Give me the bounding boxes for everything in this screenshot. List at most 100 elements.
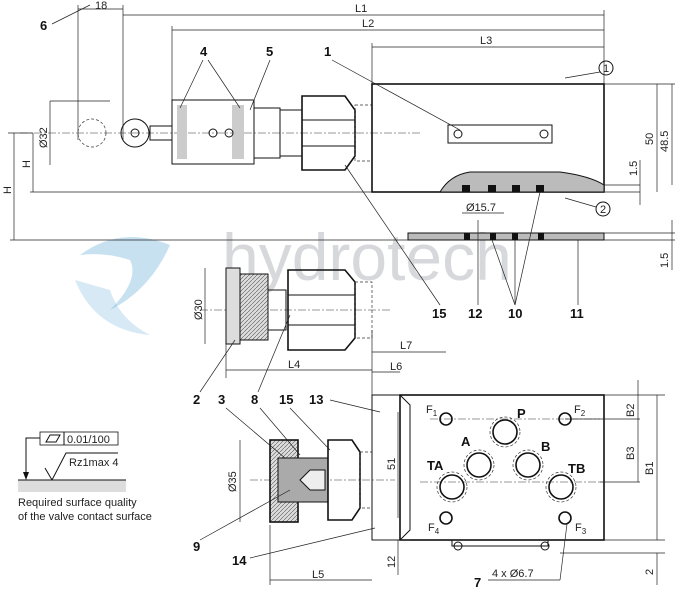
label-callouts-c14: 14 bbox=[232, 553, 247, 568]
label-ports-F3: F bbox=[575, 522, 582, 534]
circle-shape bbox=[545, 471, 577, 503]
label-dimensions-L1: L1 bbox=[355, 3, 367, 15]
line-shape bbox=[514, 191, 541, 306]
line-shape bbox=[344, 164, 441, 306]
label-callouts-c11: 11 bbox=[570, 306, 584, 321]
line-shape bbox=[491, 239, 516, 306]
line-shape bbox=[249, 59, 271, 111]
line-shape bbox=[207, 59, 241, 109]
line-shape bbox=[257, 314, 291, 393]
path-shape bbox=[23, 472, 29, 480]
rect-shape bbox=[225, 267, 241, 345]
circle-shape bbox=[489, 416, 521, 448]
label-callouts-c15b: 15 bbox=[279, 392, 293, 407]
label-dimensions-L2: L2 bbox=[362, 18, 374, 30]
label-port-F3: F3 bbox=[575, 522, 587, 536]
path-shape bbox=[439, 171, 605, 193]
label-port-F1: F1 bbox=[426, 404, 438, 418]
rect-shape bbox=[267, 289, 287, 331]
label-callouts-circ2: 2 bbox=[600, 204, 606, 216]
circle-shape bbox=[492, 419, 518, 445]
surface-caption-line2: of the valve contact surface bbox=[18, 511, 152, 523]
rect-shape bbox=[490, 233, 496, 240]
surface-quality-legend: 0.01/100 Rz1max 4 Required surface quali… bbox=[18, 431, 152, 523]
label-dimensions-B3: B3 bbox=[625, 447, 637, 460]
label-callouts-c13: 13 bbox=[309, 392, 323, 407]
rect-shape bbox=[512, 233, 518, 240]
circle-shape bbox=[453, 541, 463, 551]
label-dimensions-d35: Ø35 bbox=[227, 471, 239, 492]
circle-shape bbox=[453, 129, 463, 139]
path-shape bbox=[25, 437, 40, 478]
rect-shape bbox=[512, 185, 520, 192]
circle-shape bbox=[539, 129, 549, 139]
line-shape bbox=[564, 197, 597, 208]
rect-shape bbox=[488, 185, 496, 192]
label-dimensions-d32: Ø32 bbox=[38, 127, 50, 148]
label-dimensions-H_outer: H bbox=[2, 186, 14, 194]
bottom-view: Ø35 L5 51 12 P A B TA TB F1 F2 F4 F3 B2 … bbox=[193, 314, 665, 590]
rect-shape bbox=[177, 105, 187, 159]
line-shape bbox=[51, 4, 91, 25]
label-ports-F1: F bbox=[426, 404, 433, 416]
watermark: hydrotech bbox=[75, 220, 512, 335]
label-dimensions-L5: L5 bbox=[312, 569, 324, 581]
middle-view: Ø30 L4 L7 L6 bbox=[193, 267, 446, 395]
label-ports-F4: F bbox=[428, 522, 435, 534]
label-ports-F2s: 2 bbox=[581, 409, 586, 418]
label-callouts-c4: 4 bbox=[200, 44, 208, 59]
port-TB bbox=[545, 471, 577, 503]
surface-caption-line1: Required surface quality bbox=[18, 497, 137, 509]
rect-shape bbox=[447, 124, 553, 144]
line-shape bbox=[331, 59, 461, 131]
label-callouts-c15a: 15 bbox=[432, 306, 446, 321]
line-shape bbox=[225, 407, 286, 459]
label-dimensions-v1_5b: 1.5 bbox=[659, 253, 671, 268]
line-shape bbox=[329, 399, 381, 413]
circle-shape bbox=[558, 511, 572, 525]
label-callouts-c9: 9 bbox=[193, 539, 200, 554]
circle-shape bbox=[512, 449, 544, 481]
rect-shape bbox=[538, 233, 544, 240]
port-P bbox=[489, 416, 521, 448]
label-dimensions-v50: 50 bbox=[644, 133, 656, 145]
label-dimensions-d30: Ø30 bbox=[193, 299, 205, 320]
port-B bbox=[512, 449, 544, 481]
logo-swirl-icon bbox=[80, 237, 170, 310]
label-callouts-c6: 6 bbox=[40, 18, 47, 33]
label-ports-F4s: 4 bbox=[435, 527, 440, 536]
label-dimensions-L3: L3 bbox=[480, 35, 492, 47]
line-shape bbox=[199, 339, 236, 393]
label-callouts-c1: 1 bbox=[324, 44, 331, 59]
rect-shape bbox=[232, 105, 244, 159]
label-callouts-c8: 8 bbox=[251, 392, 258, 407]
label-dimensions-d15_7: Ø15.7 bbox=[466, 202, 496, 214]
label-dimensions-B2: B2 bbox=[625, 404, 637, 417]
label-surface-roughness: Rz1max 4 bbox=[69, 457, 119, 469]
rect-shape bbox=[536, 185, 544, 192]
line-shape bbox=[559, 523, 568, 581]
port-A bbox=[463, 449, 495, 481]
circle-shape bbox=[77, 118, 107, 148]
label-ports-TB: TB bbox=[568, 461, 585, 476]
label-ports-P: P bbox=[517, 406, 526, 421]
callouts: 6 4 5 1 15 12 10 11 bbox=[40, 4, 584, 321]
label-dimensions-v12: 12 bbox=[386, 556, 398, 568]
logo-swirl-lower-icon bbox=[75, 280, 150, 335]
rect-shape bbox=[407, 232, 605, 241]
label-surface-flatness: 0.01/100 bbox=[67, 434, 110, 446]
label-ports-F3s: 3 bbox=[582, 527, 587, 536]
rect-shape bbox=[464, 233, 470, 240]
label-dimensions-L7: L7 bbox=[400, 340, 412, 352]
label-ports-F2: F bbox=[574, 404, 581, 416]
flatness-icon bbox=[45, 434, 61, 443]
label-ports-B: B bbox=[541, 439, 550, 454]
label-dimensions-v48_5: 48.5 bbox=[659, 131, 671, 152]
port-TA bbox=[436, 471, 468, 503]
circle-shape bbox=[439, 474, 465, 500]
label-ports-F1s: 1 bbox=[433, 409, 438, 418]
circle-shape bbox=[466, 452, 492, 478]
label-dimensions-H_inner: H bbox=[21, 160, 33, 168]
line-shape bbox=[199, 489, 291, 541]
